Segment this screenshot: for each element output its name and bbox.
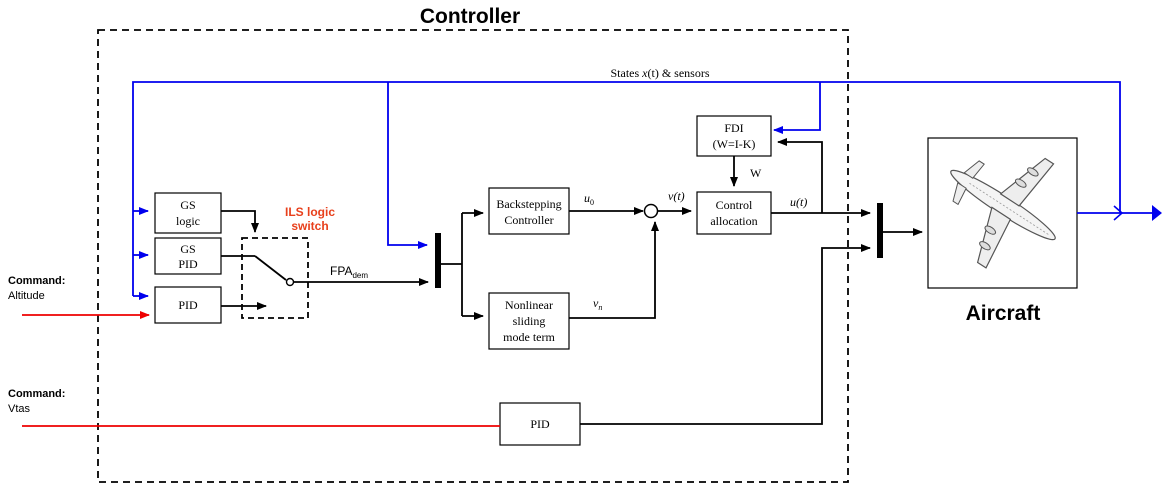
summing-junction <box>643 203 659 219</box>
svg-text:PID: PID <box>178 257 198 271</box>
airplane-icon <box>950 157 1056 269</box>
aircraft-label: Aircraft <box>966 302 1041 325</box>
controller-boundary <box>97 29 849 483</box>
ils-switch-box <box>241 237 309 319</box>
control-allocation-block <box>696 191 772 235</box>
svg-text:allocation: allocation <box>710 214 757 228</box>
svg-text:Nonlinear: Nonlinear <box>505 298 553 312</box>
svg-text:sliding: sliding <box>513 314 546 328</box>
fpa-dem-label: FPAdem <box>330 264 368 280</box>
svg-text:Altitude: Altitude <box>8 290 45 302</box>
mux-bar <box>435 233 441 288</box>
mux-bar-output <box>877 203 883 258</box>
svg-text:FDI: FDI <box>724 121 743 135</box>
ils-switch-label: ILS logic <box>285 205 335 219</box>
svg-text:Backstepping: Backstepping <box>496 197 561 211</box>
svg-text:switch: switch <box>291 219 328 233</box>
command-altitude-label: Command: <box>8 275 65 287</box>
svg-text:Vtas: Vtas <box>8 403 31 415</box>
sliding-mode-block <box>488 292 570 350</box>
gs-pid-block <box>154 237 222 275</box>
svg-text:PID: PID <box>530 417 550 431</box>
pid-altitude-block <box>154 286 222 324</box>
u-t-label: u(t) <box>790 195 807 209</box>
svg-text:mode term: mode term <box>503 330 555 344</box>
svg-text:(W=I-K): (W=I-K) <box>713 137 756 151</box>
states-label: States x(t) & sensors <box>611 66 710 80</box>
command-vtas-label: Command: <box>8 388 65 400</box>
pid-vtas-block <box>499 402 581 446</box>
w-label: W <box>750 166 762 180</box>
svg-text:Control: Control <box>716 198 753 212</box>
fdi-block <box>696 115 772 157</box>
gs-logic-block <box>154 192 222 234</box>
svg-text:GS: GS <box>180 242 195 256</box>
u0-label: u0 <box>584 191 594 207</box>
controller-title: Controller <box>420 5 520 28</box>
svg-text:logic: logic <box>176 214 200 228</box>
svg-text:Controller: Controller <box>504 213 553 227</box>
backstepping-controller-block <box>488 187 570 235</box>
svg-text:GS: GS <box>180 198 195 212</box>
v-t-label: v(t) <box>668 189 685 203</box>
states-feedback-bus <box>132 81 1121 300</box>
vn-label: vn <box>593 296 602 312</box>
svg-text:PID: PID <box>178 298 198 312</box>
